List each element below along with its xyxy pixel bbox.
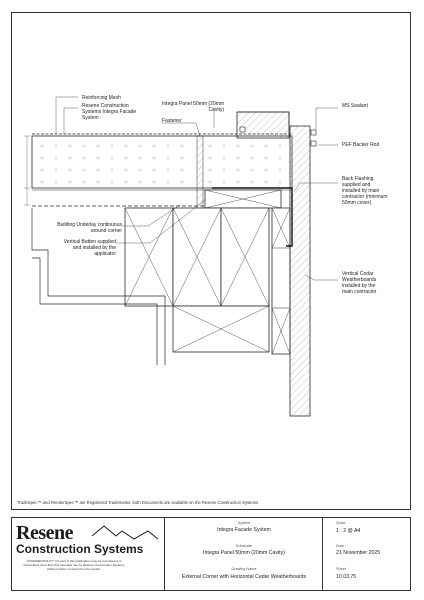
timber-framing: [124, 207, 270, 353]
label-cedar-2: Weatherboards: [342, 277, 377, 283]
drawing-frame: [11, 12, 411, 510]
leader-lines: [55, 96, 338, 281]
label-resene-system-2: Systems Integra Facade: [82, 109, 136, 115]
drawing-name-value: External Corner with Horizontal Cedar We…: [181, 574, 307, 580]
label-underlay-2: around corner: [91, 228, 122, 234]
confidentiality-note: CONFIDENTIALITY: No part of this publica…: [23, 559, 125, 571]
title-block: [11, 517, 411, 591]
substrate-label: Substrate: [235, 544, 253, 548]
label-back-flashing-2: supplied and: [342, 182, 371, 188]
sheet-label: Sheet: [336, 567, 346, 571]
title-block-divider: [164, 517, 165, 591]
label-panel-1: Integra Panel 50mm (20mm: [162, 101, 224, 107]
label-batten-3: applicator: [94, 251, 116, 257]
label-cedar-4: main contractor: [342, 289, 377, 295]
logo-roofline-graphic: [91, 525, 159, 540]
resene-logo-text: Resene: [16, 522, 73, 544]
callout-labels: Reinforcing Mesh Resene Construction Sys…: [57, 95, 387, 295]
vertical-batten: [204, 189, 282, 209]
sealant-details: [239, 126, 317, 147]
label-back-flashing-1: Back Flashing: [342, 176, 374, 182]
label-panel-2: Cavity): [208, 107, 224, 113]
label-batten-1: Vertical Batten supplied: [64, 239, 116, 245]
panel-fill-crosses: [40, 144, 282, 184]
label-ms-sealant: MS Sealant: [342, 103, 368, 109]
integra-panel: [31, 133, 293, 189]
system-label: System: [237, 521, 251, 525]
label-fastener: Fastener: [162, 118, 182, 124]
label-reinforcing-mesh: Reinforcing Mesh: [82, 95, 121, 101]
dimension-marks: [24, 135, 30, 206]
scale-label: Scale: [336, 521, 346, 525]
label-back-flashing-5: 50mm cover): [342, 200, 372, 206]
scale-value: 1 : 2 @ A4: [336, 528, 361, 534]
label-cedar-1: Vertical Cedar: [342, 271, 374, 277]
title-block-divider: [322, 517, 323, 591]
construction-systems-logo-text: Construction Systems: [16, 542, 144, 556]
label-underlay-1: Building Underlay continuous: [57, 222, 122, 228]
label-back-flashing-3: installed by main: [342, 188, 379, 194]
label-back-flashing-4: contractor (minimum: [342, 194, 388, 200]
label-cedar-3: installed by the: [342, 283, 376, 289]
label-resene-system-1: Resene Construction: [82, 103, 129, 109]
drawing-name-label: Drawing Name: [231, 567, 257, 571]
back-flashing: [212, 187, 293, 247]
date-value: 21 November 2025: [336, 550, 381, 556]
date-label: Date: [336, 544, 345, 548]
label-batten-2: and installed by the: [73, 245, 116, 251]
label-pef-backer-rod: PEF Backer Rod: [342, 142, 379, 148]
system-value: Integra Facade System: [217, 527, 271, 533]
sheet-value: 10.03.75: [336, 574, 357, 580]
interior-lining: [31, 208, 166, 365]
label-resene-system-3: System: [82, 115, 99, 121]
trademark-note: TradeSpec™ and RenderSpec™ are Registere…: [17, 500, 259, 505]
substrate-value: Integra Panel 50mm (20mm Cavity): [203, 550, 285, 556]
cedar-weatherboards: [236, 111, 311, 417]
